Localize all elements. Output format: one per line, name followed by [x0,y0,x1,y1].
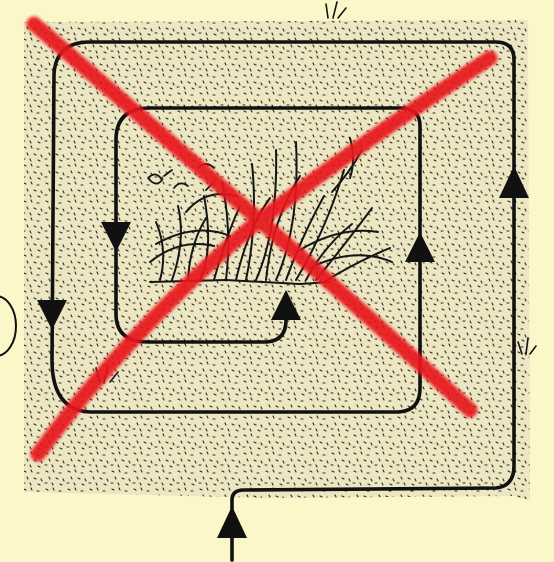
entry-arrow-up-icon [217,506,247,538]
left-edge-arc [0,296,16,356]
stippled-field [24,20,530,500]
edge-grass-tuft-top [326,2,346,18]
